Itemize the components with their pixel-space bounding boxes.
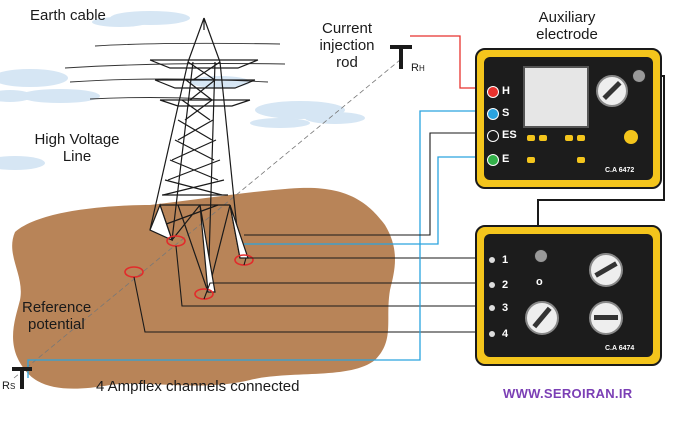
channel-1-terminal-icon[interactable]	[489, 257, 495, 263]
clouds	[0, 11, 365, 170]
high-voltage-label-line2: Line	[62, 148, 92, 165]
dial-top-right[interactable]	[589, 253, 623, 287]
small-button-5[interactable]	[527, 157, 535, 163]
current-injection-rod-label: Current injection rod	[305, 20, 389, 71]
terminal-s-label: S	[502, 107, 510, 119]
terminal-e-label: E	[502, 153, 510, 165]
terminal-e-icon[interactable]	[487, 154, 499, 166]
small-button-1[interactable]	[527, 135, 535, 141]
aux-terminal-icon[interactable]	[632, 69, 646, 83]
reference-potential-label: Reference potential	[22, 299, 91, 333]
dashed-reference-line	[13, 59, 401, 379]
device-ca6474-panel	[484, 234, 653, 357]
terminal-h-label: H	[502, 85, 510, 97]
dial-pointer	[532, 306, 552, 329]
small-button-3[interactable]	[565, 135, 573, 141]
small-button-4[interactable]	[577, 135, 585, 141]
dial-pointer	[594, 261, 618, 278]
injection-label-line1: Current	[321, 20, 373, 37]
rs-subscript: S	[9, 382, 16, 391]
dial-pointer	[594, 315, 618, 320]
injection-label-line3: rod	[336, 54, 358, 71]
injection-label-line2: injection	[319, 37, 375, 54]
device-ca6472: H S ES E C.A 6472	[475, 48, 662, 189]
channel-3-label: 3	[502, 302, 509, 314]
device-ca6472-dial[interactable]	[596, 75, 628, 107]
rh-letter: R	[411, 62, 419, 74]
auxiliary-electrode-label: Auxiliary electrode	[517, 9, 617, 43]
device-ca6472-display	[523, 66, 589, 128]
device-ca6474: o 1 2 3 4 C.A 6474	[475, 225, 662, 366]
aux-label-line2: electrode	[536, 26, 598, 43]
dial-bottom-right[interactable]	[589, 301, 623, 335]
high-voltage-label-line1: High Voltage	[34, 131, 120, 148]
terminal-es-label: ES	[502, 129, 517, 141]
website-link[interactable]: WWW.SEROIRAN.IR	[503, 386, 633, 401]
channel-4-label: 4	[502, 328, 509, 340]
wire-e	[244, 156, 486, 245]
channel-4-terminal-icon[interactable]	[489, 331, 495, 337]
small-button-6[interactable]	[577, 157, 585, 163]
dial-bottom-left[interactable]	[525, 301, 559, 335]
wire-s	[27, 110, 486, 378]
wire-es	[244, 132, 486, 236]
terminal-h-icon[interactable]	[487, 86, 499, 98]
earth-cable-label: Earth cable	[30, 7, 106, 24]
ampflex-channels-label: 4 Ampflex channels connected	[96, 378, 300, 395]
channel-2-label: 2	[502, 279, 509, 291]
channel-2-terminal-icon[interactable]	[489, 282, 495, 288]
high-voltage-line-label: High Voltage Line	[22, 131, 132, 165]
dial-pointer	[602, 80, 622, 101]
terminal-s-icon[interactable]	[487, 108, 499, 120]
earth-cables	[64, 42, 286, 100]
rh-subscript: H	[418, 64, 425, 73]
rh-label: RH	[411, 60, 425, 77]
rod-rh	[390, 45, 412, 69]
tower	[149, 17, 259, 293]
aux-label-line1: Auxiliary	[538, 9, 596, 26]
ampflex-wires	[133, 245, 490, 333]
rs-label: RS	[2, 378, 15, 395]
wire-h	[410, 35, 486, 89]
device-ca6472-model: C.A 6472	[605, 167, 635, 174]
power-button[interactable]	[624, 130, 638, 144]
rod-rs	[12, 367, 32, 389]
channel-1-label: 1	[502, 254, 509, 266]
reference-label-line2: potential	[28, 316, 85, 333]
small-button-2[interactable]	[539, 135, 547, 141]
channel-3-terminal-icon[interactable]	[489, 305, 495, 311]
aux-input-icon[interactable]	[534, 249, 548, 263]
reference-label-line1: Reference	[22, 299, 92, 316]
device-ca6474-model: C.A 6474	[605, 345, 635, 352]
dial-mark: o	[536, 276, 543, 288]
rs-letter: R	[2, 380, 10, 392]
terminal-es-icon[interactable]	[487, 130, 499, 142]
